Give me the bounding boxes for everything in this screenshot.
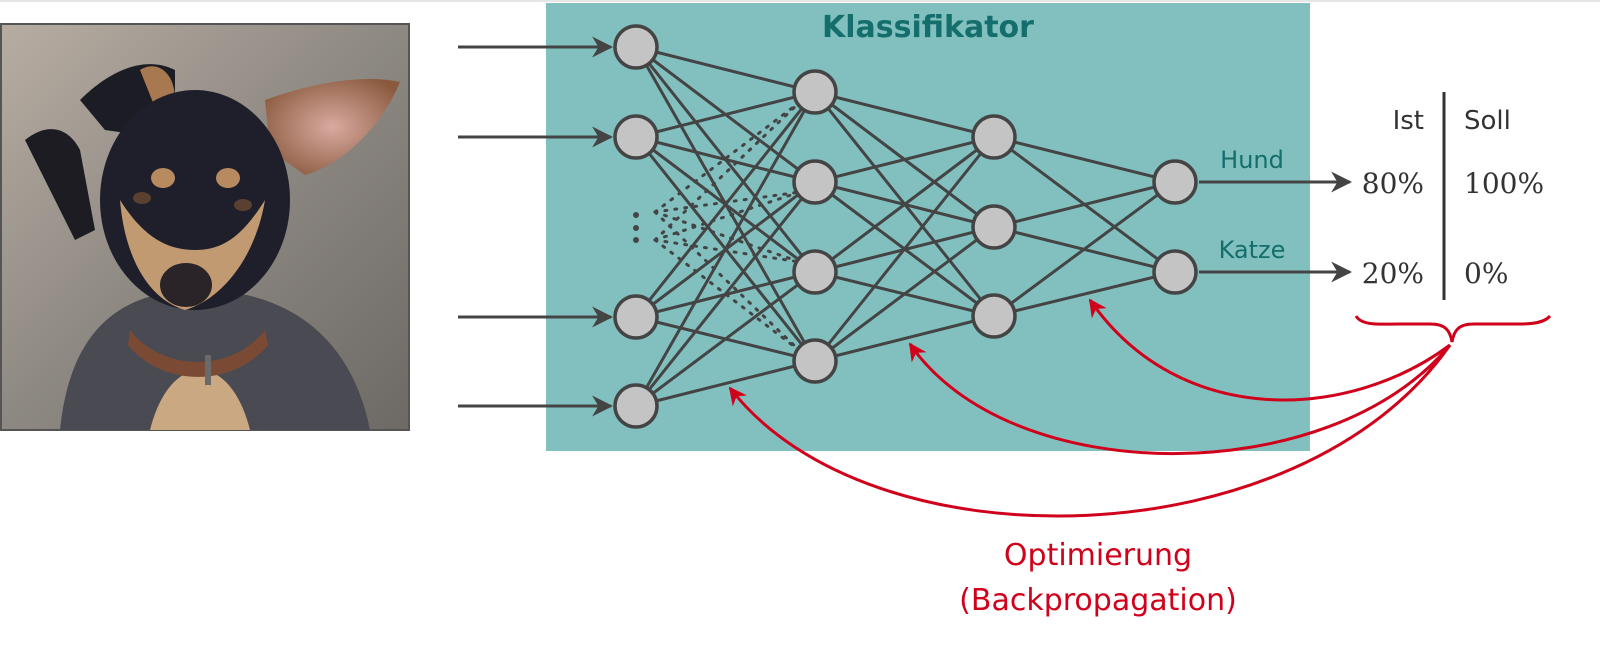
edge-l2-n2-to-n1 [993,270,1176,318]
classifier-title: Klassifikator [822,10,1034,45]
edge-l1-n2-to-n0 [814,135,995,274]
ist-value-katze: 20% [1362,257,1424,290]
neuron-hidden-1-3 [792,338,838,384]
edge-l0-n2-to-n0 [634,91,817,318]
edge-l2-n2-to-n0 [993,180,1176,318]
optimization-label: Optimierung [1004,538,1192,573]
soll-value-katze: 0% [1464,257,1508,290]
edge-l2-n0-to-n0 [993,135,1176,184]
neuron-hidden-1-0 [792,69,838,115]
neuron-output-0 [1152,159,1198,205]
neuron-output-1 [1152,249,1198,295]
dog-photo [0,23,410,431]
input-arrows [458,36,614,417]
edge-l0-n1-to-n1 [635,135,816,184]
edge-l1-n1-to-n0 [814,135,995,184]
neuron-hidden-1-2 [792,249,838,295]
backpropagation-label: (Backpropagation) [959,583,1237,618]
error-brace [1354,314,1552,343]
edge-l1-n0-to-n0 [814,90,995,139]
edge-l0-n3-to-n2 [635,270,816,408]
edge-l2-n1-to-n0 [993,180,1176,229]
dotted-edge-0-0 [653,100,802,214]
edge-l0-n3-to-n3 [635,359,816,408]
dotted-edge-1-0 [653,100,802,242]
neuron-hidden-2-1 [971,204,1017,250]
dotted-edge-0-1 [653,190,802,214]
ist-value-hund: 80% [1362,167,1424,200]
input-ellipsis-icon [633,212,639,243]
top-border [0,0,1600,2]
backprop-arrow-output-layer [1088,298,1451,402]
neuron-input-2 [613,294,659,340]
output-label-katze: Katze [1219,236,1286,264]
dotted-edge-1-2 [653,238,802,264]
edge-l1-n3-to-n1 [814,225,995,363]
network-nodes [613,24,1198,429]
dotted-edge-0-3 [653,210,802,353]
neuron-hidden-2-2 [971,293,1017,339]
edge-l0-n0-to-n0 [635,45,816,94]
ellipsis-dotted-edges [653,100,802,353]
neuron-input-0 [613,24,659,70]
output-label-hund: Hund [1220,146,1284,174]
edge-l0-n3-to-n0 [634,91,817,407]
backprop-arrow-hidden-2 [908,342,1452,455]
backprop-arrow-hidden-1 [728,344,1452,518]
ist-header: Ist [1393,106,1424,136]
neuron-input-3 [613,383,659,429]
dotted-edge-1-3 [653,238,802,353]
neuron-input-1 [613,114,659,160]
edge-l1-n3-to-n2 [814,314,995,363]
neuron-hidden-1-1 [792,159,838,205]
neuron-hidden-2-0 [971,114,1017,160]
edge-l0-n1-to-n0 [635,90,816,139]
soll-header: Soll [1464,106,1511,136]
soll-value-hund: 100% [1464,167,1544,200]
edge-l1-n3-to-n0 [813,136,996,362]
